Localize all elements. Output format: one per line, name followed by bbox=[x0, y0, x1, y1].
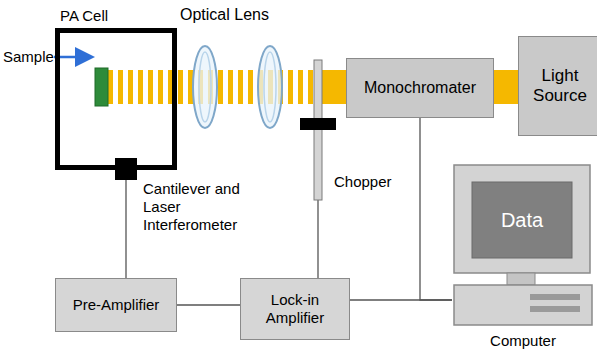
chopper-motor bbox=[300, 118, 336, 130]
signal-wire bbox=[125, 180, 126, 278]
monochromater-box: Monochromater bbox=[346, 58, 494, 118]
node-text: Light Source bbox=[519, 66, 597, 107]
drive-slot bbox=[530, 306, 580, 312]
part-label: Sample bbox=[3, 48, 54, 65]
signal-wire bbox=[420, 118, 452, 300]
screen bbox=[472, 182, 572, 258]
node-text: Computer bbox=[452, 332, 594, 350]
signal-wire bbox=[317, 200, 318, 278]
computer-case bbox=[454, 285, 592, 325]
sample bbox=[95, 68, 108, 106]
computer: DataComputer bbox=[452, 160, 594, 328]
node-text: Cantilever and Laser Interferometer bbox=[143, 180, 263, 234]
computer-figure bbox=[452, 160, 594, 328]
lock-in-amplifier-box: Lock-in Amplifier bbox=[240, 278, 350, 340]
node-text: Data bbox=[472, 182, 572, 258]
node-text: Lock-in Amplifier bbox=[241, 291, 349, 327]
part-label: Optical Lens bbox=[180, 6, 269, 24]
optical-lens bbox=[193, 46, 217, 128]
signal-wire bbox=[177, 304, 240, 305]
light-beam bbox=[492, 70, 518, 104]
monitor bbox=[454, 165, 590, 273]
chopper: Chopper bbox=[300, 60, 336, 200]
node-text: PA Cell bbox=[60, 7, 108, 25]
chopper-figure bbox=[300, 60, 336, 200]
node-text: Chopper bbox=[334, 173, 392, 191]
node-text: Pre-Amplifier bbox=[69, 296, 164, 314]
light-source-box: Light Source bbox=[518, 36, 597, 136]
optical-lens bbox=[258, 46, 282, 128]
pa-cell: PA CellCantilever and Laser Interferomet… bbox=[55, 28, 177, 170]
monitor-stand bbox=[507, 273, 535, 285]
drive-slot bbox=[530, 294, 580, 300]
cantilever-block: Cantilever and Laser Interferometer bbox=[115, 158, 137, 180]
node-text: Monochromater bbox=[360, 78, 480, 97]
pre-amplifier-box: Pre-Amplifier bbox=[55, 278, 177, 332]
